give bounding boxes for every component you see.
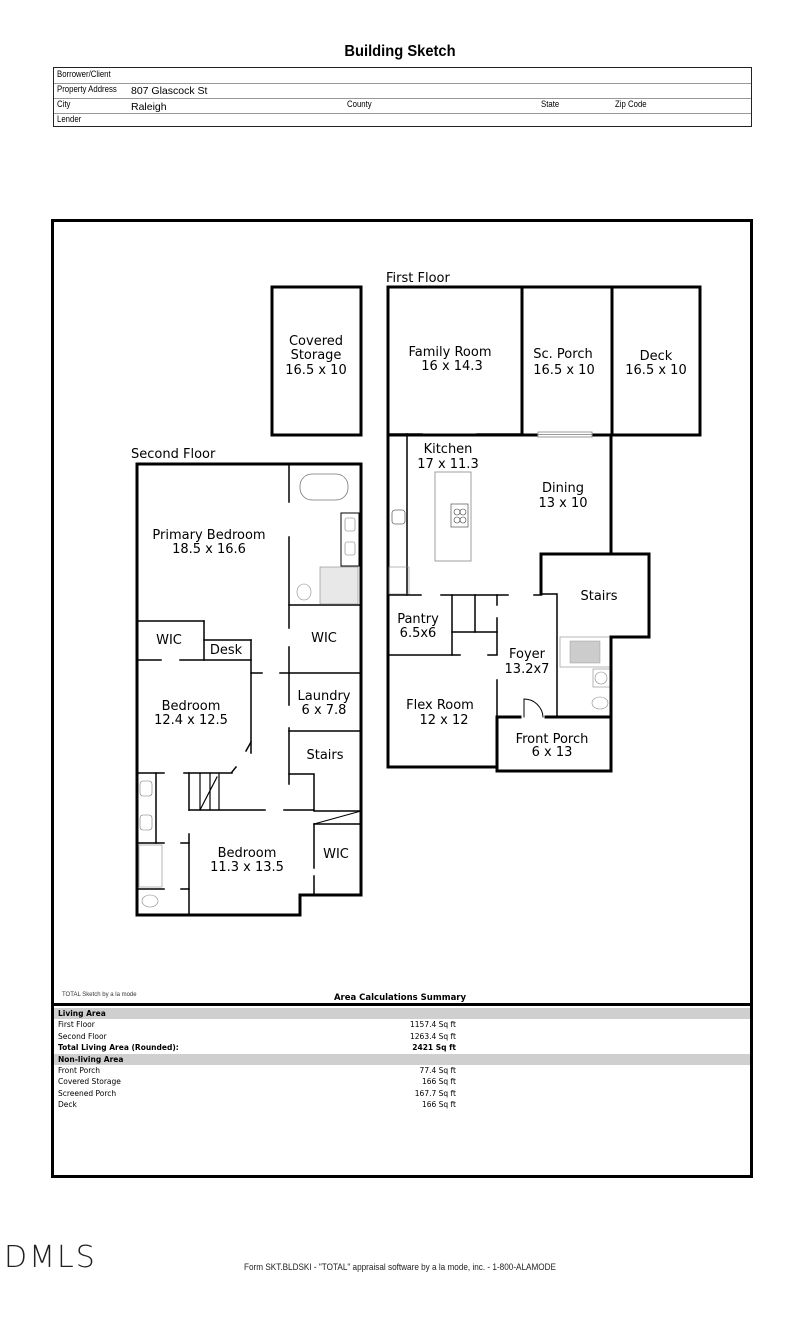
- room-stairs-second-name: Stairs: [306, 748, 343, 763]
- row-value: 166 Sq ft: [421, 1077, 456, 1087]
- room-primary-bedroom-name: Primary Bedroom: [152, 528, 265, 543]
- sketch-frame: [51, 219, 753, 1178]
- room-dining-dims: 13 x 10: [538, 496, 587, 511]
- row-label: Screened Porch: [58, 1088, 117, 1098]
- borrower-label: Borrower/Client: [57, 69, 111, 80]
- table-row: Covered Storage 166 Sq ft: [54, 1076, 750, 1087]
- area-calculations-table: Living Area First Floor 1157.4 Sq ft Sec…: [54, 1008, 750, 1111]
- table-row: Deck 166 Sq ft: [54, 1099, 750, 1110]
- row-label: Deck: [58, 1100, 77, 1110]
- room-covered-storage-name2: Storage: [291, 348, 342, 363]
- room-front-porch-name: Front Porch: [516, 732, 589, 747]
- sketch-credit: TOTAL Sketch by a la mode: [62, 992, 137, 998]
- room-primary-bedroom-dims: 18.5 x 16.6: [172, 542, 246, 557]
- room-kitchen-name: Kitchen: [424, 442, 473, 457]
- city-value: Raleigh: [131, 101, 167, 113]
- page-title: Building Sketch: [344, 43, 456, 60]
- city-label: City: [57, 99, 71, 110]
- address-value: 807 Glascock St: [131, 85, 208, 97]
- row-label: Covered Storage: [58, 1077, 121, 1087]
- area-summary-title: Area Calculations Summary: [333, 993, 467, 1003]
- lender-label: Lender: [57, 114, 82, 125]
- room-stairs-first-name: Stairs: [580, 589, 617, 604]
- section-header-non-living-area: Non-living Area: [54, 1053, 750, 1065]
- table-row: First Floor 1157.4 Sq ft: [54, 1019, 750, 1030]
- room-desk-name: Desk: [210, 643, 243, 658]
- room-foyer-name: Foyer: [509, 647, 546, 662]
- state-label: State: [541, 99, 560, 110]
- row-label: Second Floor: [58, 1031, 107, 1041]
- room-covered-storage-name1: Covered: [289, 334, 343, 349]
- room-flex-room-name: Flex Room: [406, 698, 474, 713]
- room-covered-storage-dims: 16.5 x 10: [285, 363, 346, 378]
- address-row: Property Address 807 Glascock St: [54, 83, 751, 99]
- room-kitchen-dims: 17 x 11.3: [417, 457, 478, 472]
- lender-row: Lender: [54, 113, 751, 128]
- room-wic-1-name: WIC: [156, 633, 182, 648]
- first-floor-label: First Floor: [386, 271, 450, 286]
- county-label: County: [347, 99, 372, 110]
- covered-storage-outline: [270, 285, 363, 437]
- room-pantry-name: Pantry: [397, 612, 439, 627]
- address-label: Property Address: [57, 84, 117, 95]
- room-laundry-name: Laundry: [298, 689, 351, 704]
- borrower-row: Borrower/Client: [54, 68, 751, 84]
- room-sc-porch-dims: 16.5 x 10: [533, 363, 594, 378]
- room-foyer-dims: 13.2x7: [505, 662, 550, 677]
- room-bedroom-1-name: Bedroom: [162, 699, 221, 714]
- room-wic-2-name: WIC: [311, 631, 337, 646]
- room-family-room-name: Family Room: [409, 345, 492, 360]
- row-value: 1157.4 Sq ft: [410, 1020, 456, 1030]
- summary-divider: [51, 1003, 753, 1006]
- room-dining-name: Dining: [542, 481, 584, 496]
- row-label: Total Living Area (Rounded):: [58, 1043, 179, 1053]
- table-row: Screened Porch 167.7 Sq ft: [54, 1088, 750, 1099]
- section-header-living-area: Living Area: [54, 1008, 750, 1020]
- zip-code-label: Zip Code: [615, 99, 647, 110]
- row-value: 2421 Sq ft: [412, 1043, 456, 1053]
- table-row: Second Floor 1263.4 Sq ft: [54, 1031, 750, 1042]
- dmls-logo: DMLS: [4, 1240, 97, 1275]
- room-deck-dims: 16.5 x 10: [625, 363, 686, 378]
- row-value: 1263.4 Sq ft: [410, 1031, 456, 1041]
- form-footer-text: Form SKT.BLDSKI - "TOTAL" appraisal soft…: [244, 1262, 556, 1273]
- second-floor-label: Second Floor: [131, 447, 216, 462]
- room-sc-porch-name: Sc. Porch: [533, 347, 592, 362]
- row-value: 166 Sq ft: [421, 1100, 456, 1110]
- room-bedroom-2-dims: 11.3 x 13.5: [210, 860, 284, 875]
- city-row: City Raleigh County State Zip Code: [54, 98, 751, 114]
- room-family-room-dims: 16 x 14.3: [421, 359, 482, 374]
- deck-outline: [610, 285, 702, 437]
- row-label: Front Porch: [58, 1065, 100, 1075]
- room-wic-3-name: WIC: [323, 847, 349, 862]
- row-value: 77.4 Sq ft: [419, 1065, 456, 1075]
- room-front-porch-dims: 6 x 13: [532, 745, 573, 760]
- floor-plan-sketch: First Floor Second Floor Covered Storage…: [131, 271, 702, 917]
- property-info-box: Borrower/Client Property Address 807 Gla…: [53, 67, 752, 127]
- room-bedroom-1-dims: 12.4 x 12.5: [154, 713, 228, 728]
- room-bedroom-2-name: Bedroom: [218, 846, 277, 861]
- room-flex-room-dims: 12 x 12: [419, 713, 468, 728]
- row-value: 167.7 Sq ft: [414, 1088, 456, 1098]
- table-row-total: Total Living Area (Rounded): 2421 Sq ft: [54, 1042, 750, 1053]
- table-row: Front Porch 77.4 Sq ft: [54, 1065, 750, 1076]
- room-deck-name: Deck: [640, 349, 673, 364]
- room-pantry-dims: 6.5x6: [400, 626, 437, 641]
- room-laundry-dims: 6 x 7.8: [302, 703, 347, 718]
- row-label: First Floor: [58, 1020, 95, 1030]
